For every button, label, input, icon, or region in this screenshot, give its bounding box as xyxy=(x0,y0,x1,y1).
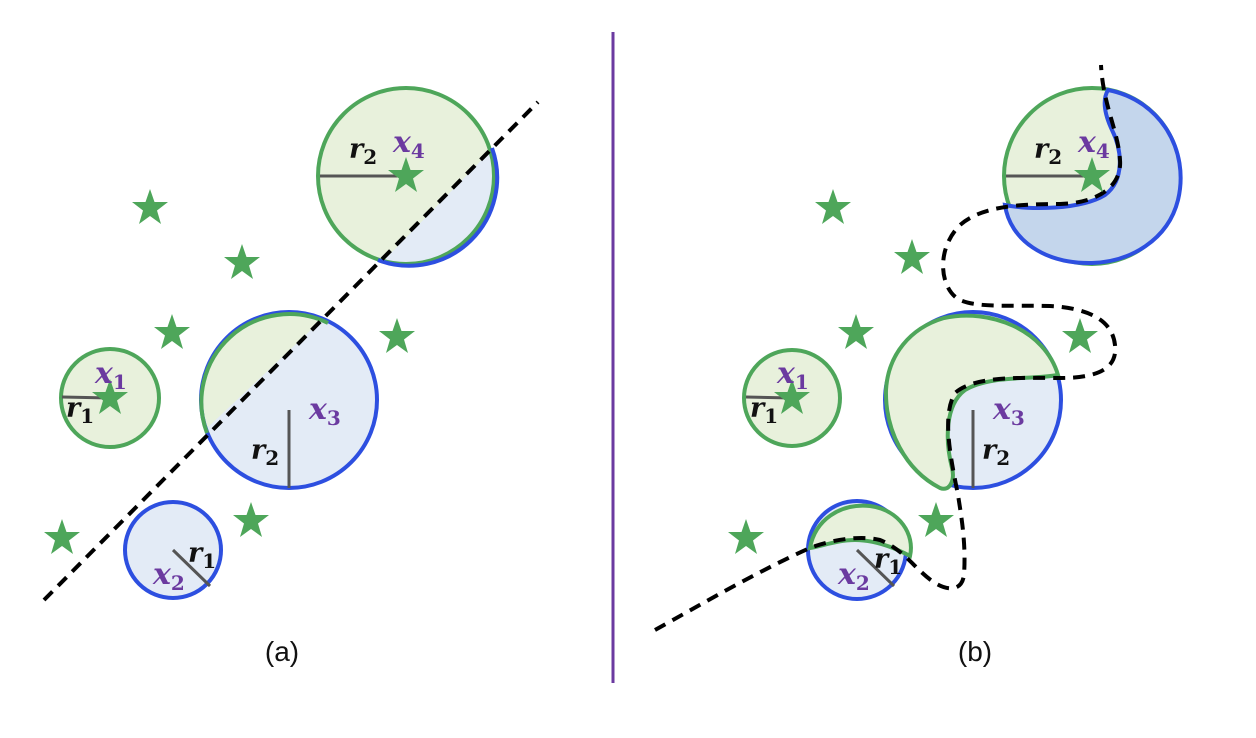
label-r2-x4: r2 xyxy=(1034,134,1062,169)
label-x1: x1 xyxy=(94,356,127,394)
label-x4: x4 xyxy=(1077,125,1110,163)
label-r2-x4: r2 xyxy=(349,134,377,169)
panel-label-b: (b) xyxy=(958,636,992,667)
star-icon xyxy=(918,502,954,537)
star-icon xyxy=(44,519,80,554)
radius-line-x2 xyxy=(855,548,896,588)
circle-x4 xyxy=(316,86,500,268)
star-icon xyxy=(132,189,168,224)
cross-icon xyxy=(1111,377,1133,399)
label-x4: x4 xyxy=(392,125,425,163)
label-r2-x3: r2 xyxy=(982,435,1010,470)
cross-icon xyxy=(1123,269,1145,291)
star-icon xyxy=(838,314,874,349)
decision-boundary-linear xyxy=(42,100,540,602)
radius-line-x2 xyxy=(171,548,212,588)
cross-icon xyxy=(1189,187,1211,209)
star-icon xyxy=(894,239,930,274)
cross-icon xyxy=(439,269,461,291)
label-r1-x2: r1 xyxy=(188,538,216,573)
cross-icon xyxy=(343,525,365,547)
star-icon xyxy=(233,502,269,537)
star-icon xyxy=(728,519,764,554)
decision-boundary-nonlinear xyxy=(654,64,1123,632)
cross-icon xyxy=(297,239,319,261)
label-x3: x3 xyxy=(308,392,341,430)
star-icon xyxy=(1062,318,1098,353)
label-x2: x2 xyxy=(152,557,185,595)
panel-b: x1 x2 x3 x4 r1 r1 r2 r2 (b) xyxy=(654,64,1211,667)
cross-icon xyxy=(426,377,448,399)
label-x3: x3 xyxy=(992,392,1025,430)
star-icon xyxy=(379,318,415,353)
label-r2-x3: r2 xyxy=(251,435,279,470)
star-icon xyxy=(224,244,260,279)
label-x1: x1 xyxy=(776,356,809,394)
circle-x3 xyxy=(883,310,1063,491)
panel-a: x1 x2 x3 x4 r1 r1 r2 r2 (a) xyxy=(42,86,540,667)
label-r1-x1: r1 xyxy=(66,393,94,428)
cross-icon xyxy=(1029,525,1051,547)
star-icon xyxy=(815,189,851,224)
cross-icon xyxy=(504,187,526,209)
star-icon xyxy=(154,314,190,349)
label-r1-x1: r1 xyxy=(750,393,778,428)
cross-icon xyxy=(973,239,995,261)
label-r1-x2: r1 xyxy=(874,544,902,579)
panel-label-a: (a) xyxy=(265,636,299,667)
label-x2: x2 xyxy=(837,557,870,595)
